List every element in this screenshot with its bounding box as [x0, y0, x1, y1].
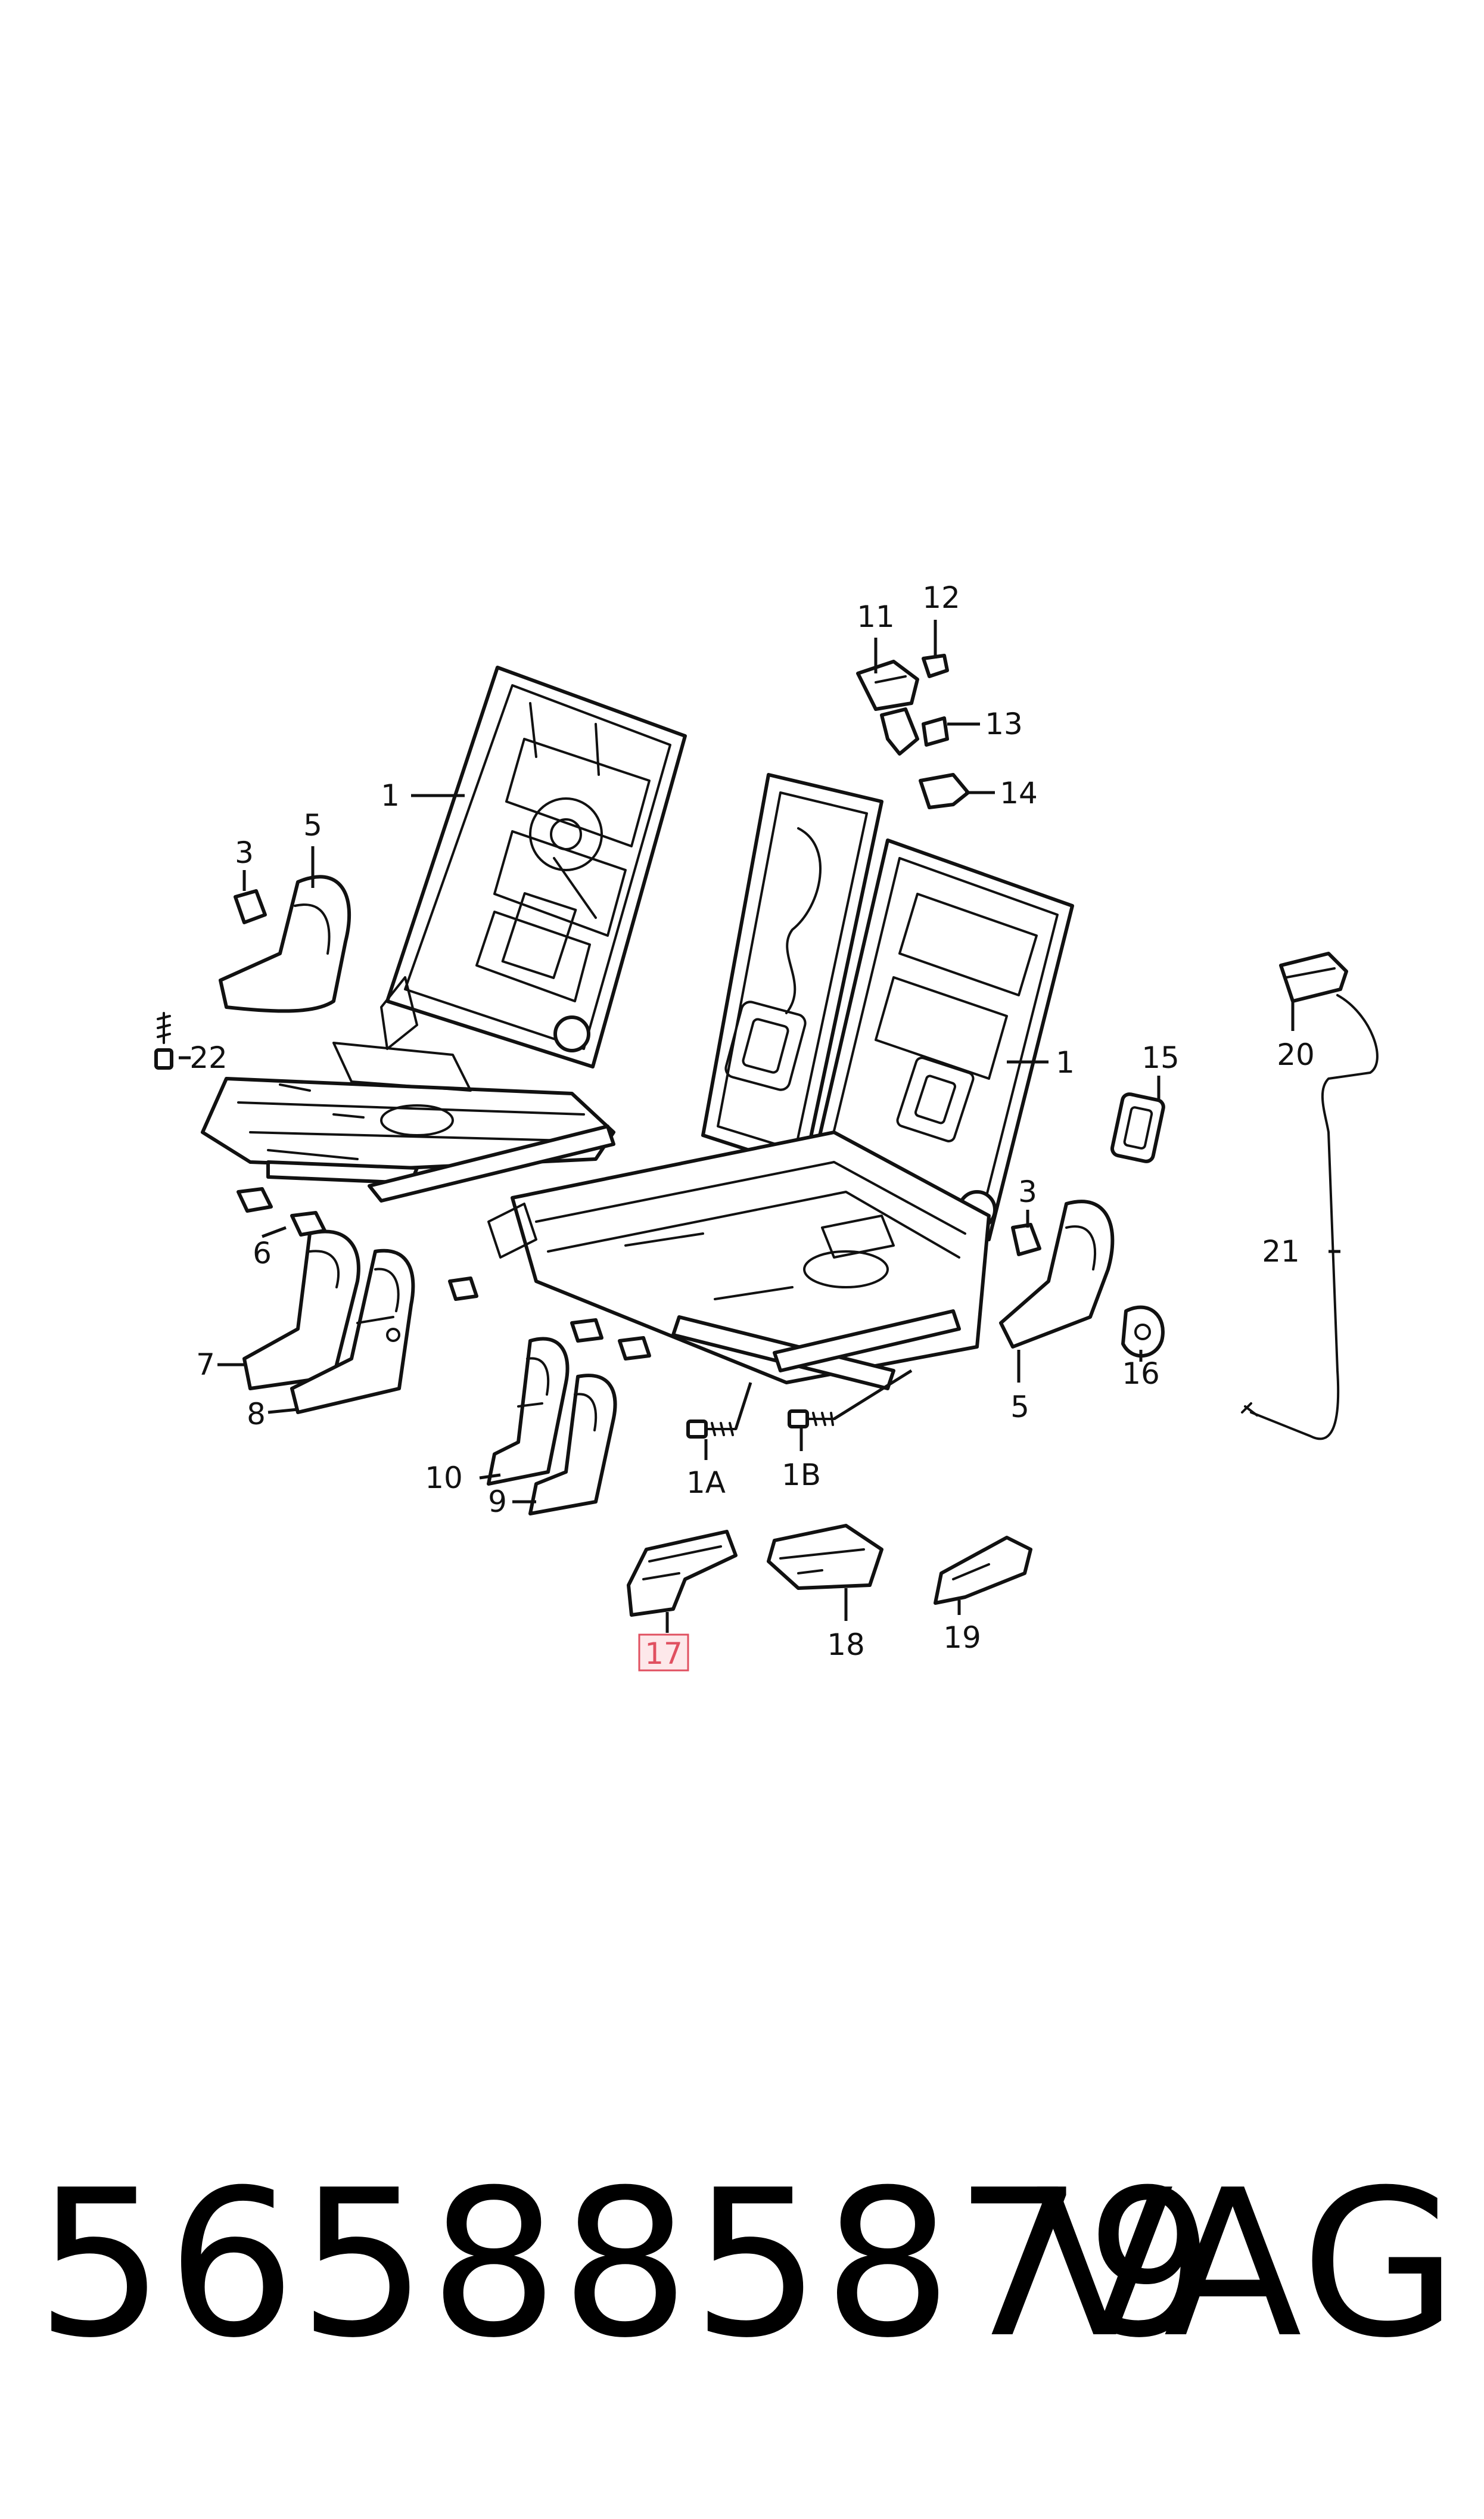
callout-21: 21	[1262, 1234, 1300, 1269]
part-13	[880, 707, 919, 756]
part-5-left	[219, 875, 351, 1013]
callout-18: 18	[827, 1627, 865, 1662]
callout-22: 22	[189, 1040, 228, 1075]
part-13-clip	[922, 716, 949, 747]
callout-5-left: 5	[303, 808, 322, 843]
part-18	[767, 1524, 883, 1590]
part-14	[919, 773, 970, 809]
part-3-left	[234, 889, 267, 924]
callout-12: 12	[922, 580, 960, 615]
callout-20: 20	[1277, 1038, 1315, 1072]
callout-labels: 1 1 3 5 22 6 7 8 10 9 11 12 13 14 15 3 1…	[189, 580, 1315, 1672]
part-17	[627, 1530, 738, 1617]
part-1b-bolt	[788, 1409, 835, 1428]
callout-3-right: 3	[1018, 1175, 1037, 1209]
part-15	[1110, 1092, 1165, 1163]
part-1a-bolt	[686, 1420, 737, 1439]
part-21-cable	[1250, 994, 1379, 1440]
part-16	[1121, 1305, 1165, 1358]
callout-11: 11	[857, 600, 895, 634]
callout-19: 19	[943, 1620, 981, 1655]
callout-14: 14	[1000, 776, 1038, 810]
brand-caption: VAG	[1035, 2147, 1460, 2383]
part-9	[528, 1374, 617, 1515]
callout-5-right: 5	[1010, 1390, 1029, 1424]
leader-lines	[179, 620, 1340, 1633]
clip-a	[570, 1318, 603, 1343]
callout-17-highlight	[638, 1633, 689, 1672]
part-12	[922, 654, 949, 678]
callout-10: 10	[425, 1461, 463, 1495]
part-6-clip-c	[448, 1276, 478, 1301]
callout-17: 17	[645, 1636, 683, 1671]
callout-7: 7	[196, 1347, 215, 1382]
callout-9: 9	[488, 1484, 507, 1519]
part-19	[934, 1536, 1032, 1605]
callout-1b: 1B	[782, 1458, 821, 1492]
callout-16: 16	[1122, 1356, 1160, 1391]
callout-3-left: 3	[235, 835, 254, 870]
right-seat-frame	[487, 773, 1074, 1390]
callout-1a: 1A	[686, 1465, 726, 1500]
part-22-bolt	[154, 1012, 173, 1070]
part-20	[1279, 952, 1348, 1003]
part-6-clip-a	[237, 1187, 273, 1213]
part-7	[242, 1229, 360, 1390]
callout-15: 15	[1141, 1040, 1180, 1075]
part-3-right	[1011, 1223, 1041, 1256]
part-11	[856, 660, 919, 711]
part-5-right	[999, 1200, 1115, 1349]
part-10	[487, 1337, 570, 1486]
callout-6: 6	[253, 1236, 272, 1271]
callout-13: 13	[985, 707, 1023, 741]
callout-1-right: 1	[1056, 1045, 1075, 1080]
part-number-caption: 565885879	[36, 2147, 1217, 2383]
callout-8: 8	[247, 1397, 266, 1431]
clip-b	[618, 1336, 651, 1361]
left-seat-frame	[201, 666, 687, 1203]
part-8	[290, 1248, 415, 1414]
callout-1-left: 1	[381, 778, 400, 813]
